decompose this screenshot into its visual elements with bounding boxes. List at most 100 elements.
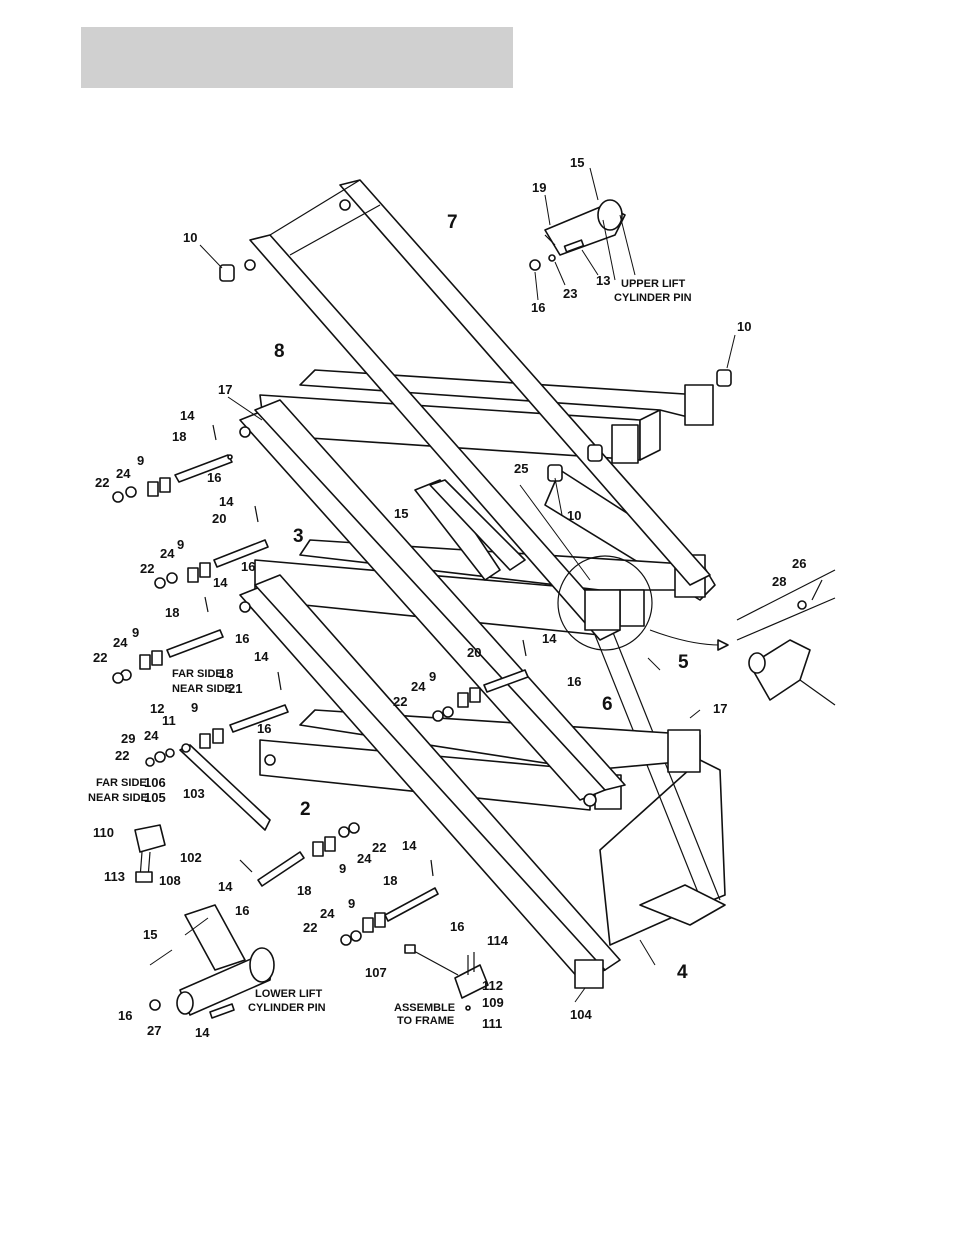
callout-10: 10	[737, 319, 751, 334]
detail-arrow	[649, 629, 721, 646]
callout-25: 25	[514, 461, 528, 476]
callout-18: 18	[383, 873, 397, 888]
callout-9: 9	[348, 896, 355, 911]
callout-107: 107	[365, 965, 387, 980]
callout-8: 8	[274, 341, 285, 362]
note-far-side-a-num: 18	[219, 666, 233, 681]
callout-6: 6	[602, 694, 613, 715]
callout-16: 16	[567, 674, 581, 689]
callout-17: 17	[218, 382, 232, 397]
note-far-side-a: FAR SIDE	[172, 668, 223, 680]
callout-5: 5	[678, 652, 689, 673]
note-far-side-b: FAR SIDE	[96, 777, 147, 789]
callout-4: 4	[677, 962, 688, 983]
callout-16: 16	[450, 919, 464, 934]
callout-16: 16	[118, 1008, 132, 1023]
callout-7: 7	[447, 212, 458, 233]
callout-14: 14	[180, 408, 195, 423]
note-near-side-b-num: 105	[144, 790, 166, 805]
note-far-side-b-num: 106	[144, 775, 166, 790]
callout-16: 16	[531, 300, 545, 315]
note-near-side-b: NEAR SIDE	[88, 792, 148, 804]
callout-9: 9	[429, 669, 436, 684]
callout-27: 27	[147, 1023, 161, 1038]
callout-16: 16	[235, 903, 249, 918]
note-upper-lift-1: UPPER LIFT	[621, 278, 685, 290]
callout-24: 24	[320, 906, 335, 921]
lift-cylinder	[414, 479, 526, 581]
callout-108: 108	[159, 873, 181, 888]
link-arm-11	[179, 743, 271, 831]
pin-set-7	[340, 859, 439, 946]
washer-24-link	[165, 748, 175, 758]
callout-18: 18	[165, 605, 179, 620]
callout-24: 24	[357, 851, 372, 866]
callout-19: 19	[532, 180, 546, 195]
callout-22: 22	[95, 475, 109, 490]
callout-24: 24	[113, 635, 128, 650]
bushing-10-mid	[547, 464, 563, 482]
washer-29	[154, 751, 166, 763]
callout-16: 16	[241, 559, 255, 574]
detail-circle	[557, 555, 653, 651]
callout-13: 13	[596, 273, 610, 288]
callout-26: 26	[792, 556, 806, 571]
callout-14: 14	[195, 1025, 210, 1040]
callout-18: 18	[172, 429, 186, 444]
washer-22-link	[145, 757, 155, 767]
callout-15: 15	[570, 155, 584, 170]
callout-113: 113	[104, 869, 125, 884]
callout-29: 29	[121, 731, 135, 746]
pin-set-1	[112, 424, 233, 503]
callout-24: 24	[411, 679, 426, 694]
callout-109: 109	[482, 995, 504, 1010]
callout-9: 9	[339, 861, 346, 876]
arm-8	[259, 369, 714, 464]
pin-set-4	[199, 671, 289, 749]
note-upper-lift-2: CYLINDER PIN	[614, 292, 692, 304]
callout-22: 22	[372, 840, 386, 855]
callout-14: 14	[218, 879, 233, 894]
callout-102: 102	[180, 850, 202, 865]
callout-9: 9	[137, 453, 144, 468]
note-near-side-a-num: 21	[228, 681, 242, 696]
callout-112: 112	[482, 978, 503, 993]
callout-9: 9	[132, 625, 139, 640]
callout-28: 28	[772, 574, 786, 589]
callout-103: 103	[183, 786, 205, 801]
arm-6	[239, 399, 626, 807]
bushing-10-right	[716, 369, 732, 387]
arm-lower-diagonal	[239, 574, 621, 989]
base-frame-4	[544, 469, 726, 946]
leader-lines	[149, 167, 736, 1003]
pin-set-2	[154, 505, 269, 589]
note-near-side-a: NEAR SIDE	[172, 683, 232, 695]
callout-10: 10	[183, 230, 197, 245]
callout-12: 12	[150, 701, 164, 716]
callout-110: 110	[93, 825, 114, 840]
callout-10: 10	[567, 508, 581, 523]
callout-16: 16	[257, 721, 271, 736]
callout-22: 22	[303, 920, 317, 935]
callout-24: 24	[116, 466, 131, 481]
note-lower-lift-2: CYLINDER PIN	[248, 1002, 326, 1014]
header-band	[81, 27, 513, 88]
callout-16: 16	[207, 470, 221, 485]
callout-16: 16	[235, 631, 249, 646]
detail-arrow-head	[717, 639, 729, 651]
lower-lift-cylinder-pin	[149, 904, 275, 1019]
callout-14: 14	[254, 649, 269, 664]
detail-inset	[736, 569, 836, 706]
callout-20: 20	[467, 645, 481, 660]
limit-switch-110	[134, 824, 166, 883]
callout-20: 20	[212, 511, 226, 526]
callout-9: 9	[191, 700, 198, 715]
pin-set-3	[112, 596, 224, 684]
note-lower-lift-1: LOWER LIFT	[255, 988, 322, 1000]
note-assemble-2: TO FRAME	[397, 1015, 454, 1027]
callout-14: 14	[219, 494, 234, 509]
callout-23: 23	[563, 286, 577, 301]
callout-15: 15	[394, 506, 408, 521]
callout-24: 24	[160, 546, 175, 561]
